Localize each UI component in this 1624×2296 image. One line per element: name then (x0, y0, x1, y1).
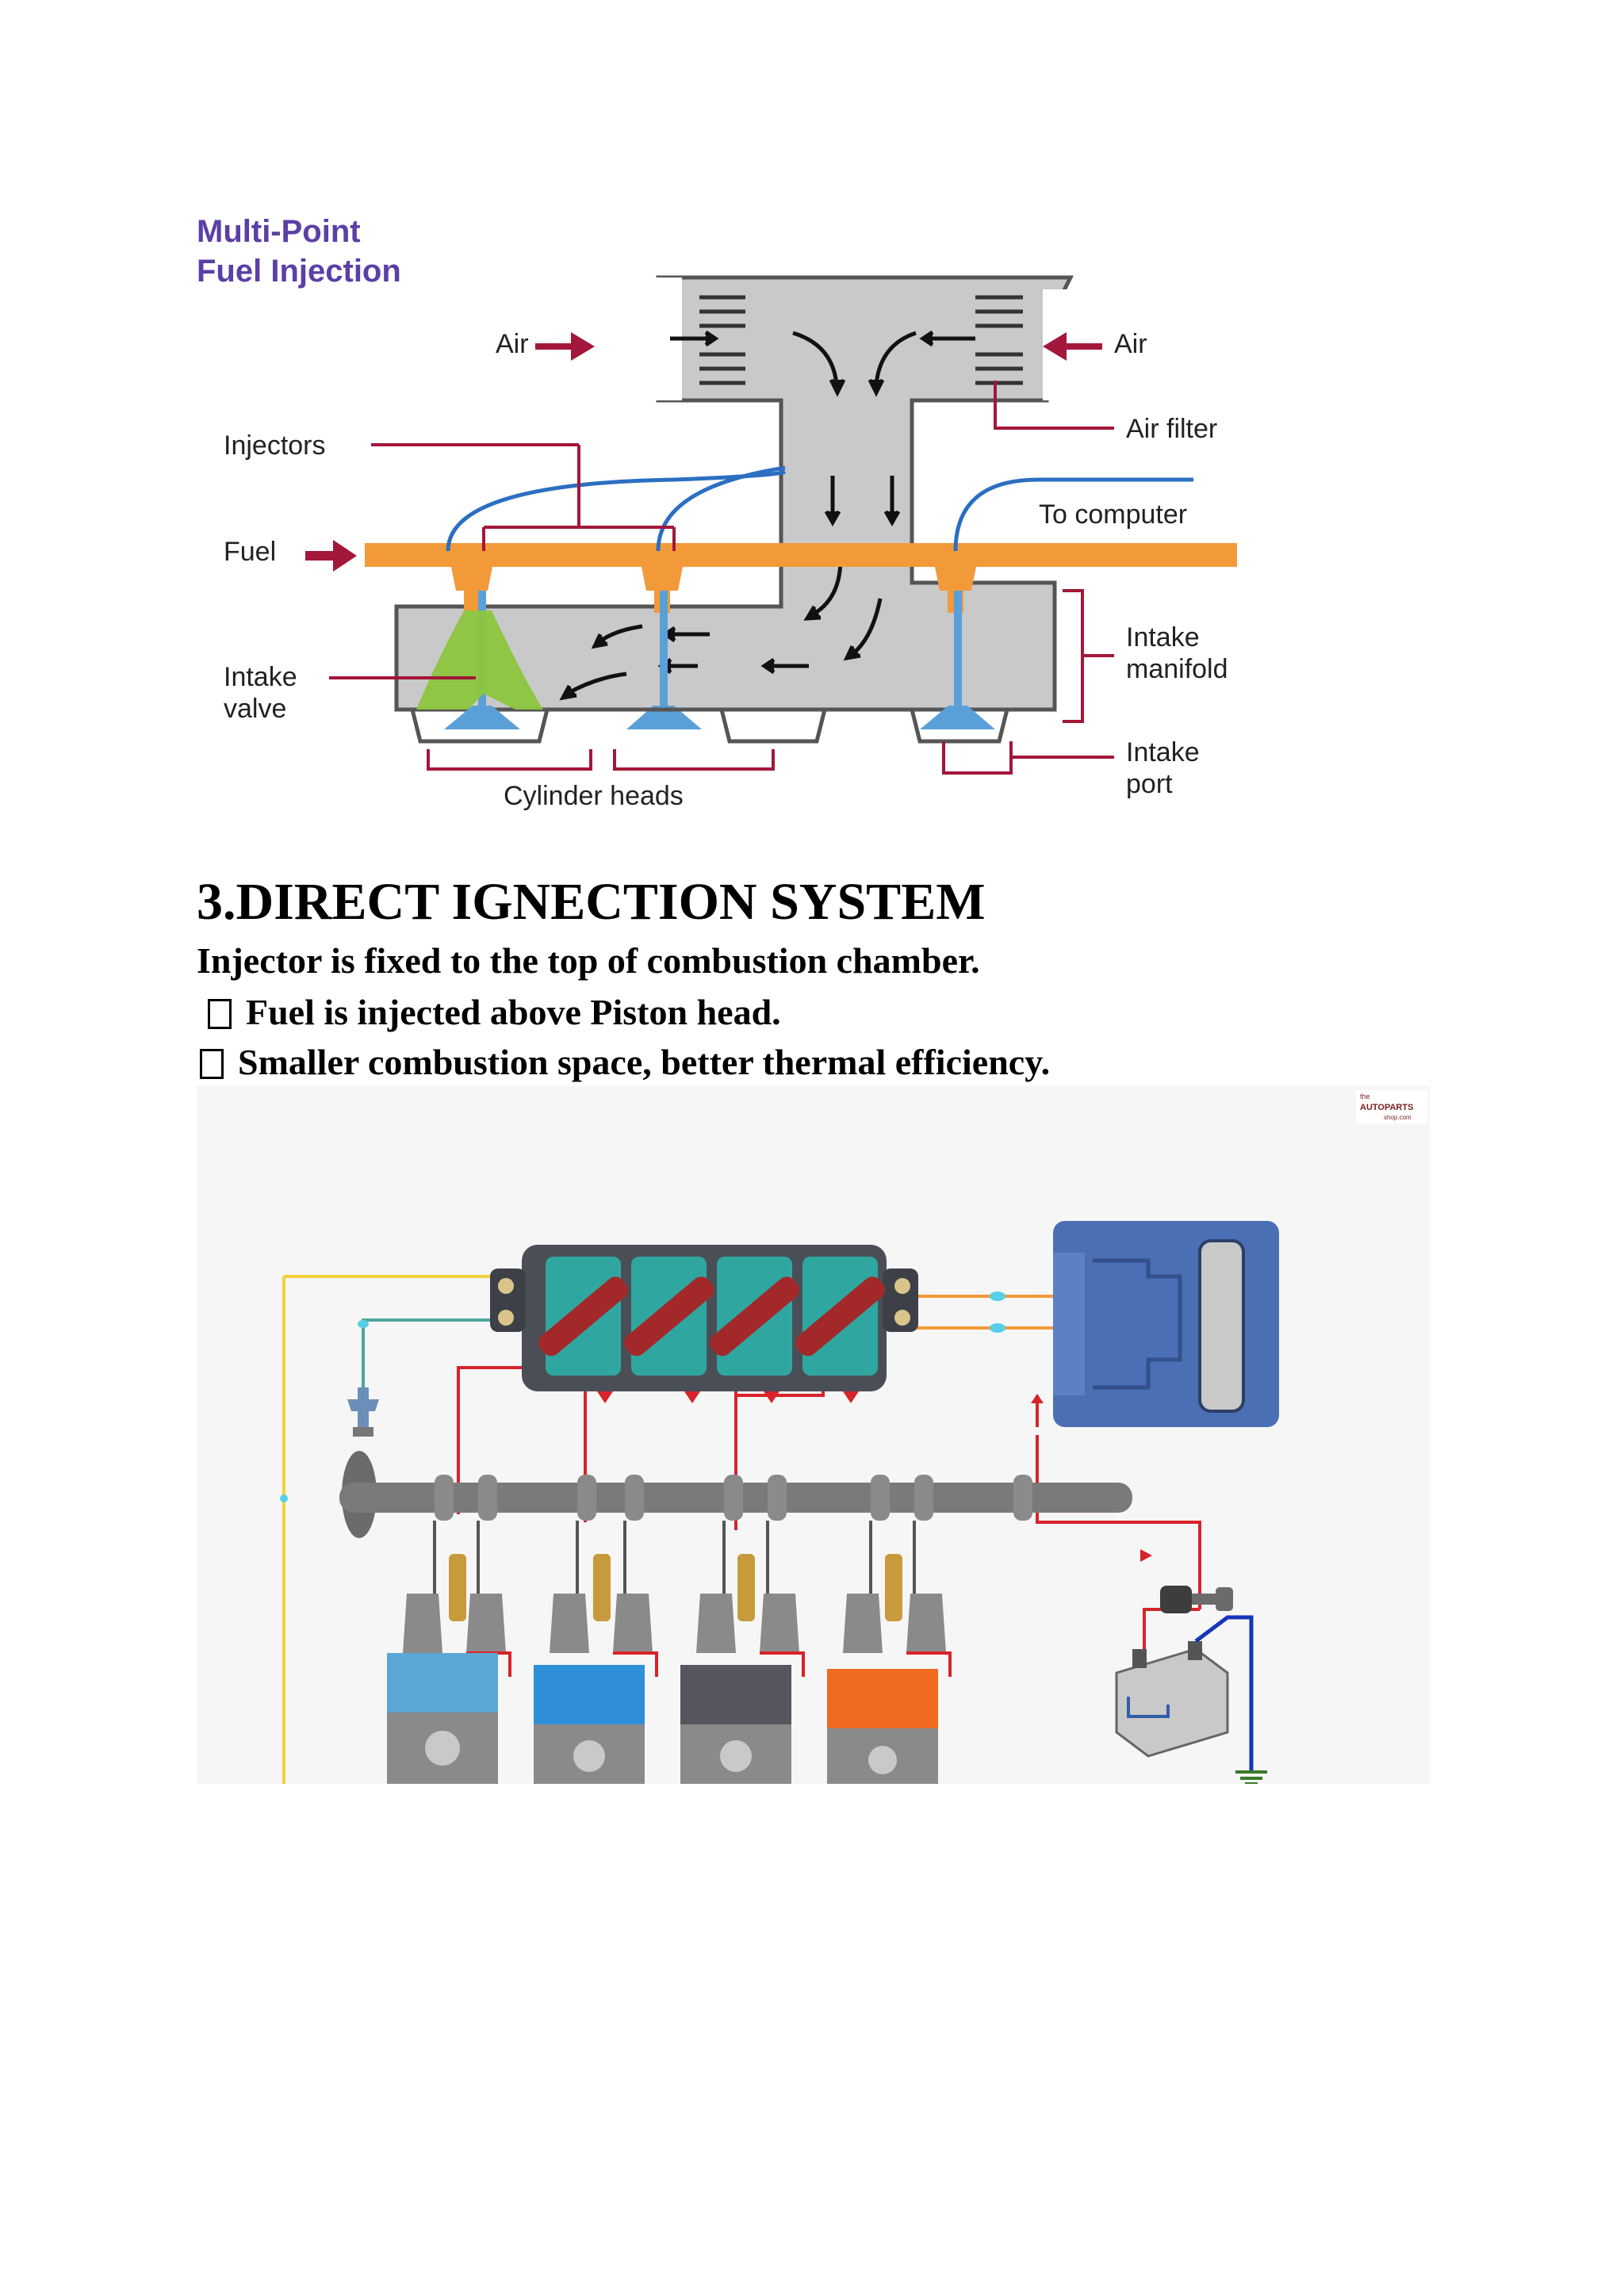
air-inlet-arrow-right (1043, 332, 1102, 361)
ecu-module (1053, 1221, 1279, 1427)
intake-port-label-line1: Intake (1126, 737, 1200, 767)
intake-port-leader (942, 741, 1114, 775)
svg-text:shop.com: shop.com (1384, 1114, 1411, 1121)
air-inlet-arrow-left (535, 332, 595, 361)
air-label-left: Air (496, 329, 529, 359)
connector-dots (280, 1292, 1005, 1502)
section-line-1: Injector is fixed to the top of combusti… (197, 940, 980, 981)
section-bullet-2: Smaller combustion space, better thermal… (200, 1041, 1050, 1083)
battery (1115, 1641, 1229, 1758)
red-wire-arrows (597, 1391, 1152, 1562)
piston-pins (425, 1731, 897, 1774)
multi-point-fuel-injection-diagram: Multi-Point Fuel Injection Air Air Fuel (197, 214, 1237, 811)
section-bullet-1-text: Fuel is injected above Piston head. (246, 992, 781, 1032)
cylinder-heads-leader (427, 749, 775, 771)
direct-ignition-system-diagram: the AUTOPARTS shop.com (197, 1086, 1430, 1784)
intake-manifold-leader (1063, 589, 1114, 723)
section-bullet-1: Fuel is injected above Piston head. (208, 991, 781, 1033)
injectors-leader (371, 443, 676, 551)
intake-valve-label-line2: valve (224, 694, 286, 724)
air-filter-label: Air filter (1126, 414, 1217, 444)
coil-pack (490, 1245, 918, 1391)
intake-valve-2 (626, 591, 702, 729)
air-filter-left (699, 295, 745, 385)
cylinder-head-outline (396, 707, 1055, 744)
to-computer-label: To computer (1039, 499, 1187, 530)
battery-ground-wire (1194, 1615, 1254, 1772)
svg-text:the: the (1360, 1093, 1370, 1100)
valve-train (403, 1521, 946, 1653)
bullet-box-icon (200, 1049, 224, 1079)
diagram-background (197, 1086, 1430, 1784)
bullet-box-icon (208, 999, 232, 1029)
fuel-label: Fuel (224, 537, 276, 567)
intake-manifold-label-line2: manifold (1126, 654, 1228, 684)
camshaft (339, 1451, 1132, 1538)
intake-port-label-line2: port (1126, 769, 1173, 799)
ground-icon (1235, 1770, 1267, 1784)
figure-title-line1: Multi-Point (197, 214, 361, 249)
ignition-key (1160, 1586, 1233, 1613)
air-filter-right (975, 295, 1023, 385)
figure-title-line2: Fuel Injection (197, 254, 401, 289)
intake-valve-label-line1: Intake (224, 662, 297, 692)
intake-manifold-label-line1: Intake (1126, 622, 1200, 652)
fuel-inlet-arrow (305, 540, 357, 572)
injector-wires (446, 465, 1193, 552)
injectors-label: Injectors (224, 430, 326, 461)
crank-sensor (347, 1387, 379, 1437)
pistons (387, 1712, 938, 1784)
injector-1 (448, 551, 496, 613)
svg-text:AUTOPARTS: AUTOPARTS (1360, 1103, 1413, 1112)
section-bullet-2-text: Smaller combustion space, better thermal… (238, 1042, 1051, 1082)
cylinder-heads-label: Cylinder heads (504, 781, 684, 811)
fuel-spray (416, 610, 543, 710)
section-heading: 3.DIRECT IGNECTION SYSTEM (197, 873, 986, 931)
air-label-right: Air (1114, 329, 1147, 359)
autoparts-logo: the AUTOPARTS shop.com (1356, 1090, 1427, 1123)
intake-valve-3 (920, 591, 995, 729)
air-filter-leader (994, 381, 1114, 430)
